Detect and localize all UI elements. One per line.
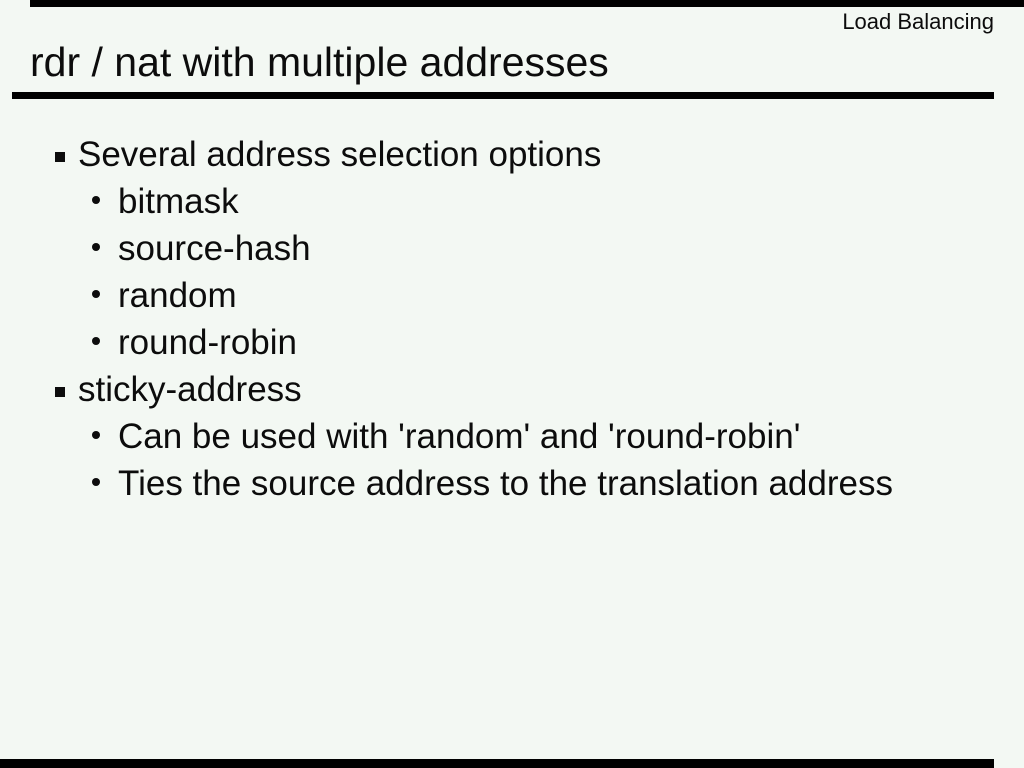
list-item-text: bitmask — [118, 182, 239, 221]
list-item-text: round-robin — [118, 323, 297, 362]
dot-bullet-icon — [92, 337, 100, 345]
list-item-text: Ties the source address to the translati… — [118, 464, 893, 503]
bullet-list: Several address selection options bitmask… — [0, 131, 1024, 507]
list-item-text: Several address selection options — [78, 135, 602, 174]
slide-title: rdr / nat with multiple addresses — [30, 39, 609, 85]
list-item: bitmask — [0, 178, 1024, 225]
dot-bullet-icon — [92, 290, 100, 298]
bottom-edge-bar — [0, 759, 994, 768]
title-rule — [12, 92, 994, 99]
dot-bullet-icon — [92, 196, 100, 204]
list-item: source-hash — [0, 225, 1024, 272]
list-item: random — [0, 272, 1024, 319]
list-item-text: source-hash — [118, 229, 311, 268]
dot-bullet-icon — [92, 478, 100, 486]
list-item-text: Can be used with 'random' and 'round-rob… — [118, 417, 801, 456]
list-item-text: random — [118, 276, 237, 315]
list-item: Ties the source address to the translati… — [0, 460, 1024, 507]
square-bullet-icon — [55, 152, 65, 162]
list-item: Can be used with 'random' and 'round-rob… — [0, 413, 1024, 460]
list-item-text: sticky-address — [78, 370, 302, 409]
square-bullet-icon — [55, 387, 65, 397]
list-item: round-robin — [0, 319, 1024, 366]
dot-bullet-icon — [92, 431, 100, 439]
top-edge-bar — [30, 0, 1024, 7]
list-item: Several address selection options — [0, 131, 1024, 178]
list-item: sticky-address — [0, 366, 1024, 413]
corner-label: Load Balancing — [842, 9, 994, 34]
dot-bullet-icon — [92, 243, 100, 251]
